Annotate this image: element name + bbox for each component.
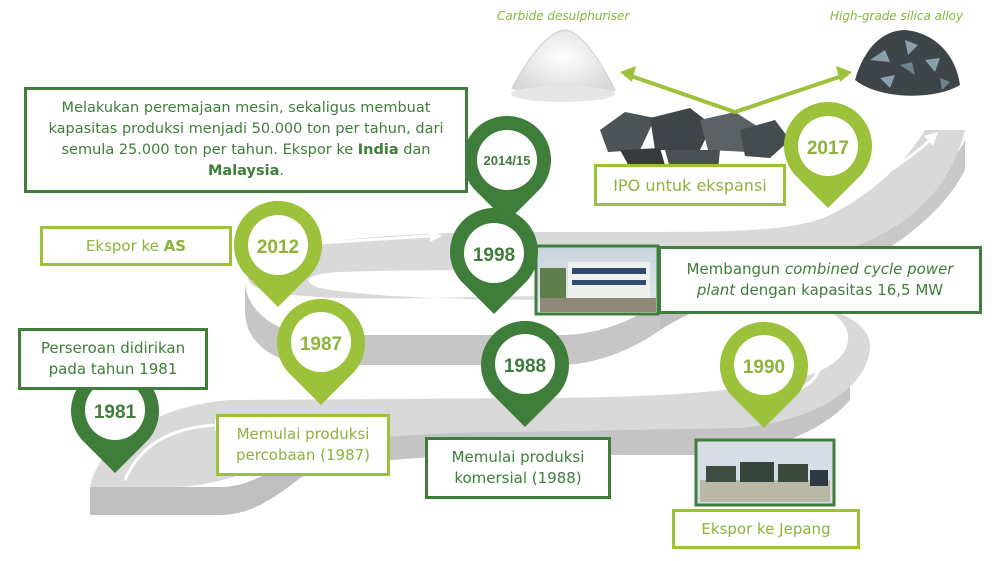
pin-1998: 1998	[450, 207, 538, 314]
trucks-photo	[694, 438, 836, 507]
japan-export-box: Ekspor ke Jepang	[672, 509, 860, 549]
trial-production-box: Memulai produksi percobaan (1987)	[216, 414, 390, 476]
capacity-line2: kapasitas produksi menjadi 50.000 ton pe…	[48, 121, 444, 137]
capacity-period: .	[279, 163, 284, 179]
powerplant-ital2: plant	[696, 281, 736, 299]
ipo-label: IPO untuk ekspansi	[613, 175, 767, 195]
commercial-line1: Memulai produksi	[451, 448, 585, 466]
trial-line1: Memulai produksi	[236, 425, 370, 443]
pin-1981: 1981	[71, 366, 159, 473]
factory-photo	[534, 244, 660, 316]
founded-line2: pada tahun 1981	[48, 360, 178, 378]
pin-1990-label: 1990	[743, 357, 785, 378]
pin-1981-label: 1981	[94, 402, 137, 423]
founded-box: Perseroan didirikan pada tahun 1981	[18, 328, 208, 390]
ipo-box: IPO untuk ekspansi	[594, 164, 786, 206]
carbide-caption: Carbide desulphuriser	[497, 9, 630, 23]
silica-caption: High-grade silica alloy	[830, 9, 964, 23]
commercial-production-box: Memulai produksi komersial (1988)	[425, 437, 611, 499]
pin-1987-label: 1987	[300, 334, 342, 355]
silica-alloy-image	[855, 30, 960, 96]
powerplant-ital1: combined cycle power	[784, 260, 954, 278]
pin-1990: 1990	[719, 321, 808, 428]
japan-export-label: Ekspor ke Jepang	[701, 520, 831, 538]
usa-export-country: AS	[163, 237, 187, 255]
carbide-rocks-image	[600, 108, 790, 170]
pin-1987: 1987	[277, 298, 365, 405]
pin-2017: 2017	[783, 101, 873, 208]
carbide-powder-image	[511, 29, 616, 102]
pin-2017-label: 2017	[807, 138, 849, 159]
capacity-line1: Melakukan peremajaan mesin, sekaligus me…	[61, 100, 431, 116]
commercial-line2: komersial (1988)	[454, 469, 582, 487]
capacity-malaysia: Malaysia	[208, 163, 280, 179]
powerplant-box: Membangun combined cycle power plant den…	[658, 246, 982, 314]
product-arrows	[620, 66, 852, 115]
capacity-india: India	[357, 142, 399, 158]
powerplant-pre: Membangun	[686, 260, 785, 278]
capacity-box: Melakukan peremajaan mesin, sekaligus me…	[24, 87, 468, 193]
founded-line1: Perseroan didirikan	[40, 339, 186, 357]
capacity-and: dan	[398, 142, 431, 158]
pin-1988: 1988	[481, 320, 569, 427]
usa-export-box: Ekspor ke AS	[40, 226, 232, 266]
pin-2014-15-label: 2014/15	[484, 153, 531, 168]
powerplant-post: dengan kapasitas 16,5 MW	[735, 281, 944, 299]
pin-1988-label: 1988	[504, 356, 546, 377]
usa-export-prefix: Ekspor ke	[85, 237, 164, 255]
pin-1998-label: 1998	[473, 245, 515, 266]
trial-line2: percobaan (1987)	[235, 446, 371, 464]
capacity-line3: semula 25.000 ton per tahun. Ekspor ke	[61, 142, 358, 158]
pin-2012: 2012	[234, 200, 322, 307]
pin-2012-label: 2012	[257, 237, 299, 258]
pin-2014-15: 2014/15	[463, 115, 551, 222]
